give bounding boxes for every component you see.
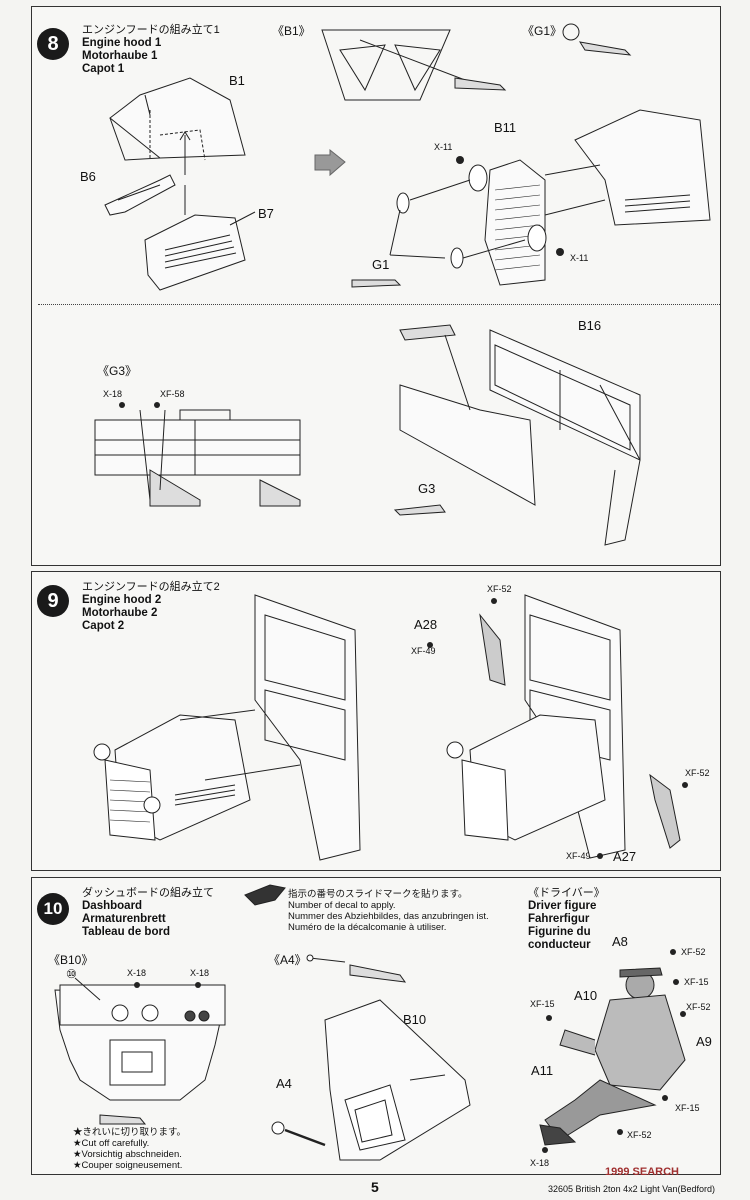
- fig-xf52c-label: XF-52: [627, 1130, 652, 1140]
- part-x18a-label: X-18: [127, 968, 147, 978]
- step-8-header: エンジンフードの組み立て1 Engine hood 1 Motorhaube 1…: [82, 24, 220, 76]
- cut-note-jp: ★きれいに切り取ります。: [73, 1127, 187, 1138]
- step-9-number: 9: [37, 585, 69, 617]
- sub-g3-label: 《G3》: [97, 364, 138, 378]
- page-number: 5: [371, 1179, 379, 1195]
- part-b1-label: B1: [229, 73, 245, 88]
- step-8-panel: [31, 6, 721, 566]
- sub-g1-label: 《G1》: [522, 24, 563, 38]
- step-10-title-fr: Tableau de bord: [82, 926, 170, 938]
- fig-a9-label: A9: [696, 1034, 712, 1049]
- fig-xf15a-label: XF-15: [684, 977, 709, 987]
- fig-a10-label: A10: [574, 988, 598, 1003]
- sub-b1-label: 《B1》: [272, 24, 311, 38]
- step-10-header: ダッシュボードの組み立て Dashboard Armaturenbrett Ta…: [82, 887, 214, 939]
- part-xf49a-label: XF-49: [411, 646, 436, 656]
- step-8-divider: [38, 304, 720, 305]
- driver-title-en: Driver figure: [528, 900, 597, 912]
- part-xf49b-label: XF-49: [566, 851, 591, 861]
- step-9-title-de: Motorhaube 2: [82, 607, 158, 619]
- fig-a11-label: A11: [531, 1063, 554, 1078]
- decal-instruction: 指示の番号のスライドマークを貼ります。 Number of decal to a…: [288, 889, 489, 933]
- sub-a4-label: 《A4》: [268, 953, 307, 967]
- fig-x18-label: X-18: [530, 1158, 550, 1168]
- driver-title-de: Fahrerfigur: [528, 913, 590, 925]
- step-10-title-en: Dashboard: [82, 900, 143, 912]
- driver-title-fr2: conducteur: [528, 939, 591, 951]
- part-a28-label: A28: [414, 617, 438, 632]
- fig-xf52a-label: XF-52: [681, 947, 706, 957]
- part-xf52b-label: XF-52: [685, 768, 710, 778]
- step-8-number: 8: [37, 28, 69, 60]
- part-g1-label: G1: [372, 257, 390, 272]
- sub-b10-label: 《B10》: [48, 953, 94, 967]
- decal-instruction-fr: Numéro de la décalcomanie à utiliser.: [288, 922, 447, 933]
- step-8-title-de: Motorhaube 1: [82, 50, 158, 62]
- cut-note-fr: ★Couper soigneusement.: [73, 1160, 183, 1171]
- cut-note-en: ★Cut off carefully.: [73, 1138, 150, 1149]
- watermark: 1999 SEARCH: [605, 1166, 679, 1178]
- driver-header: 《ドライバー》 Driver figure Fahrerfigur Figuri…: [528, 887, 605, 952]
- fig-xf52b-label: XF-52: [686, 1002, 711, 1012]
- part-a4-label: A4: [276, 1076, 292, 1091]
- step-10-title-jp: ダッシュボードの組み立て: [82, 887, 214, 899]
- step-8-title-en: Engine hood 1: [82, 37, 162, 49]
- footer-product: 32605 British 2ton 4x2 Light Van(Bedford…: [548, 1184, 715, 1194]
- cut-notes: ★きれいに切り取ります。 ★Cut off carefully. ★Vorsic…: [73, 1127, 186, 1171]
- part-g3-label: G3: [418, 481, 436, 496]
- step-8-title-jp: エンジンフードの組み立て1: [82, 24, 220, 36]
- step-10-number: 10: [37, 893, 69, 925]
- part-b11-label: B11: [494, 120, 517, 135]
- step-9-title-fr: Capot 2: [82, 620, 125, 632]
- footer-code: 32605: [548, 1184, 574, 1194]
- part-xf58-label: XF-58: [160, 389, 185, 399]
- part-x18-label: X-18: [103, 389, 123, 399]
- part-xf52a-label: XF-52: [487, 584, 512, 594]
- cut-note-de: ★Vorsichtig abschneiden.: [73, 1149, 182, 1160]
- part-x18b-label: X-18: [190, 968, 210, 978]
- part-b6-label: B6: [80, 169, 96, 184]
- decal-instruction-de: Nummer des Abziehbildes, das anzubringen…: [288, 911, 489, 922]
- step-9-header: エンジンフードの組み立て2 Engine hood 2 Motorhaube 2…: [82, 581, 220, 633]
- part-a27-label: A27: [613, 849, 637, 864]
- step-10-title-de: Armaturenbrett: [82, 913, 166, 925]
- step-8-title-fr: Capot 1: [82, 63, 125, 75]
- part-b16-label: B16: [578, 318, 602, 333]
- fig-xf15b-label: XF-15: [530, 999, 555, 1009]
- fig-a8-label: A8: [612, 934, 628, 949]
- decal-instruction-en: Number of decal to apply.: [288, 900, 396, 911]
- step-9-title-jp: エンジンフードの組み立て2: [82, 581, 220, 593]
- fig-xf15c-label: XF-15: [675, 1103, 700, 1113]
- footer-title: British 2ton 4x2 Light Van(Bedford): [575, 1184, 715, 1194]
- part-b10-label: B10: [403, 1012, 427, 1027]
- driver-title-jp: 《ドライバー》: [528, 887, 605, 899]
- driver-title-fr1: Figurine du: [528, 926, 591, 938]
- decal-instruction-jp: 指示の番号のスライドマークを貼ります。: [288, 889, 468, 900]
- part-b7-label: B7: [258, 206, 274, 221]
- step-9-title-en: Engine hood 2: [82, 594, 162, 606]
- part-x11a-label: X-11: [434, 142, 453, 152]
- part-x11b-label: X-11: [570, 253, 589, 263]
- decal-number-label: ⑩: [66, 967, 77, 981]
